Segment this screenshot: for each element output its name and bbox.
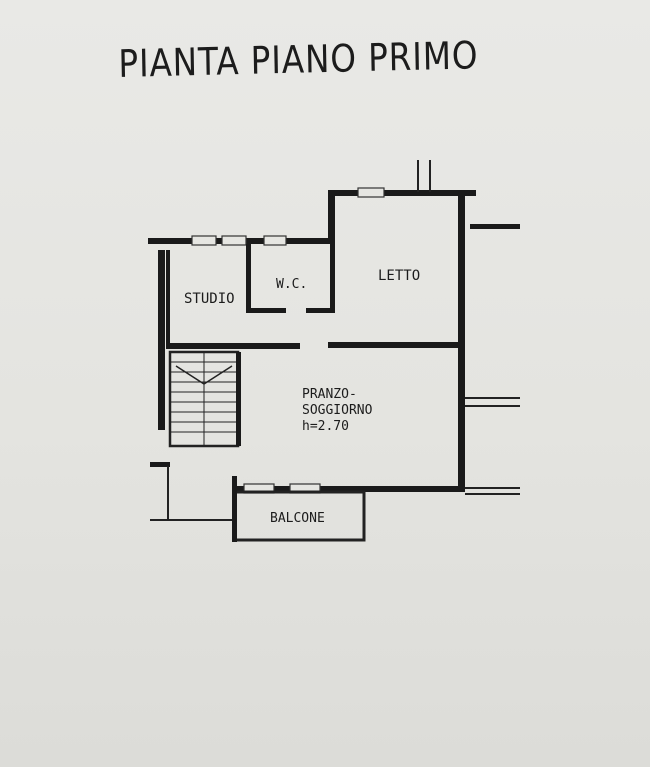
balcony-left-wall (232, 476, 237, 542)
window-studio-1 (191, 235, 217, 246)
label-wc: W.C. (276, 277, 307, 292)
wall-mid-right (328, 342, 460, 348)
window-studio-2 (221, 235, 247, 246)
wall-wc-letto (330, 244, 335, 312)
label-height: h=2.70 (302, 419, 349, 434)
wall-wc-bottom-right (306, 308, 335, 313)
wall-neighbour-top (470, 224, 520, 229)
wall-left-outer (158, 250, 165, 430)
wall-right (458, 190, 465, 492)
label-soggiorno: SOGGIORNO (302, 403, 373, 418)
wall-top-right (328, 190, 476, 196)
stairs-treads (170, 352, 238, 446)
wall-bottom (234, 486, 465, 492)
wall-lower-left-stub (150, 462, 170, 467)
wall-step-vertical (328, 192, 335, 244)
label-balcone: BALCONE (270, 511, 325, 526)
wall-wc-bottom-left (246, 308, 286, 313)
wall-mid-left (166, 343, 300, 349)
label-studio: STUDIO (184, 291, 235, 307)
wall-studio-wc (246, 244, 251, 310)
window-letto (357, 187, 385, 198)
window-wc (263, 235, 287, 246)
wall-left-inner (166, 250, 170, 346)
wall-stairs-right (236, 352, 241, 446)
label-pranzo: PRANZO- (302, 387, 357, 402)
label-letto: LETTO (378, 268, 420, 284)
